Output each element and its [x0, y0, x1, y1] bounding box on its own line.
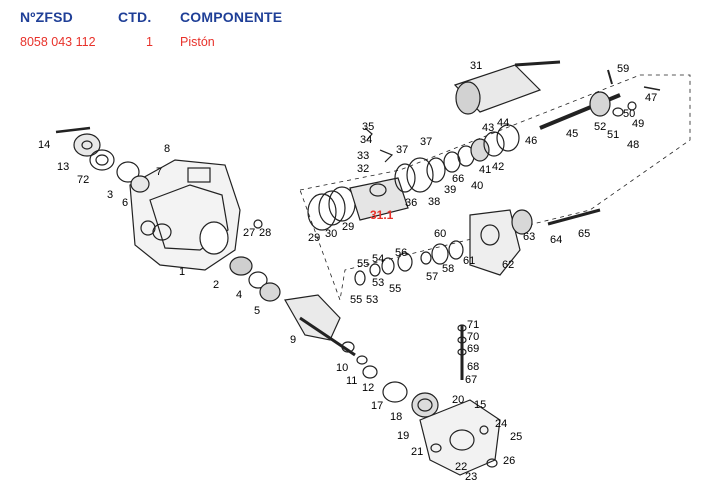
label-63: 63 [523, 231, 535, 243]
label-20: 20 [452, 394, 464, 406]
label-53: 53 [366, 294, 378, 306]
label-27: 27 [243, 227, 255, 239]
label-59: 59 [617, 63, 629, 75]
label-22: 22 [455, 461, 467, 473]
label-30: 30 [325, 228, 337, 240]
label-8: 8 [164, 143, 170, 155]
label-61: 61 [463, 255, 475, 267]
label-72: 72 [77, 174, 89, 186]
label-55: 55 [357, 258, 369, 270]
label-41: 41 [479, 164, 491, 176]
part-name[interactable]: Pistón [180, 35, 215, 49]
label-62: 62 [502, 259, 514, 271]
label-11: 11 [346, 375, 357, 387]
label-57: 57 [426, 271, 438, 283]
label-71: 71 [467, 319, 479, 331]
label-29b: 29 [342, 221, 354, 233]
label-6: 6 [122, 197, 128, 209]
label-1: 1 [179, 266, 185, 278]
part-qty: 1 [146, 35, 153, 49]
label-48: 48 [627, 139, 639, 151]
label-34: 34 [360, 134, 372, 146]
label-9: 9 [290, 334, 296, 346]
header-code: NºZFSD [20, 9, 73, 25]
label-36: 36 [405, 197, 417, 209]
label-12: 12 [362, 382, 374, 394]
label-40: 40 [471, 180, 483, 192]
label-43: 43 [482, 122, 494, 134]
label-55b: 55 [350, 294, 362, 306]
label-45: 45 [566, 128, 578, 140]
label-54: 54 [372, 253, 384, 265]
label-51: 51 [607, 129, 619, 141]
label-7: 7 [156, 166, 162, 178]
label-23: 23 [465, 471, 477, 483]
label-64: 64 [550, 234, 562, 246]
label-31: 31 [470, 60, 482, 72]
label-42: 42 [492, 161, 504, 173]
label-28: 28 [259, 227, 271, 239]
label-14: 14 [38, 139, 50, 151]
label-38: 38 [428, 196, 440, 208]
label-32: 32 [357, 163, 369, 175]
label-37b: 37 [396, 144, 408, 156]
label-4: 4 [236, 289, 242, 301]
label-69: 69 [467, 343, 479, 355]
label-44: 44 [497, 117, 509, 129]
label-60: 60 [434, 228, 446, 240]
label-58: 58 [442, 263, 454, 275]
label-19: 19 [397, 430, 409, 442]
label-5: 5 [254, 305, 260, 317]
label-39: 39 [444, 184, 456, 196]
label-25: 25 [510, 431, 522, 443]
label-10: 10 [336, 362, 348, 374]
label-70: 70 [467, 331, 479, 343]
label-66: 66 [452, 173, 464, 185]
label-49: 49 [632, 118, 644, 130]
label-26: 26 [503, 455, 515, 467]
header-qty: CTD. [118, 9, 152, 25]
label-35: 35 [362, 121, 374, 133]
label-15: 15 [474, 399, 486, 411]
label-37: 37 [420, 136, 432, 148]
label-52: 52 [594, 121, 606, 133]
label-46: 46 [525, 135, 537, 147]
label-21: 21 [411, 446, 423, 458]
label-18: 18 [390, 411, 402, 423]
label-56: 56 [395, 247, 407, 259]
part-code[interactable]: 8058 043 112 [20, 35, 96, 49]
label-47: 47 [645, 92, 657, 104]
drawing [55, 60, 691, 476]
label-17: 17 [371, 400, 383, 412]
label-24: 24 [495, 418, 507, 430]
label-2: 2 [213, 279, 219, 291]
label-33: 33 [357, 150, 369, 162]
label-65: 65 [578, 228, 590, 240]
label-50: 50 [623, 108, 635, 120]
label-29: 29 [308, 232, 320, 244]
label-3: 3 [107, 189, 113, 201]
part-labels: 1 2 3 4 5 6 7 8 9 10 11 12 13 14 15 17 1… [38, 60, 657, 483]
label-53b: 53 [372, 277, 384, 289]
label-13: 13 [57, 161, 69, 173]
header-component: COMPONENTE [180, 9, 283, 25]
label-68: 68 [467, 361, 479, 373]
label-55c: 55 [389, 283, 401, 295]
label-67: 67 [465, 374, 477, 386]
highlighted-part-31-1[interactable]: 31.1 [370, 208, 394, 222]
